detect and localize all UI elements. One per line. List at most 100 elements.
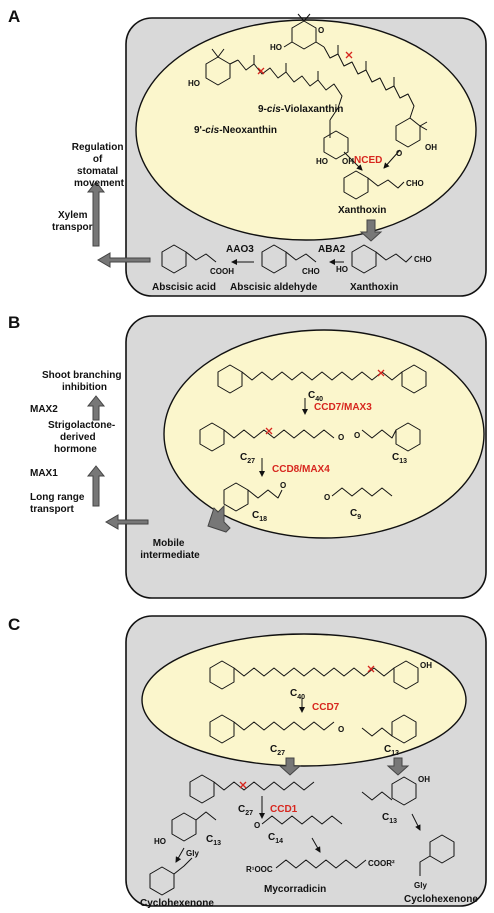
violaxanthin-label: 9-cis-Violaxanthin xyxy=(258,104,343,115)
c13-inner-label: C13 xyxy=(384,744,399,757)
conversion-arrow xyxy=(411,813,421,831)
c9-label: C9 xyxy=(350,508,361,521)
max1-label: MAX1 xyxy=(30,468,58,479)
o-label: O xyxy=(254,821,260,830)
c9-structure: O xyxy=(324,487,393,502)
ho-label: HO xyxy=(316,157,328,166)
ho-label: HO xyxy=(154,837,166,846)
xanthoxin-outer-structure: CHO HO xyxy=(336,244,432,274)
xylem-up-arrow xyxy=(86,181,106,247)
xanthoxin-outer-label: Xanthoxin xyxy=(350,282,398,293)
ccd1-label: CCD1 xyxy=(270,804,298,815)
export-arrow xyxy=(278,757,302,776)
o-label: O xyxy=(338,725,344,734)
conversion-arrow xyxy=(311,837,321,853)
c27-inner-label: C27 xyxy=(270,744,285,757)
ho-label: HO xyxy=(270,43,282,52)
conversion-arrow xyxy=(175,847,185,863)
long-range-arrow xyxy=(105,514,149,530)
c13-label: C13 xyxy=(392,452,407,465)
abscisic-acid-structure: COOH xyxy=(161,244,234,276)
cleavage-mark xyxy=(377,369,385,377)
c27-structure: O xyxy=(199,422,344,452)
nced-label: NCED xyxy=(354,155,382,166)
neoxanthin-arrow xyxy=(343,151,363,171)
o-label: O xyxy=(338,433,344,442)
c14-structure: O xyxy=(254,815,343,830)
oh-label: OH xyxy=(425,143,437,152)
panel-c: C OH C40 CCD7 O C27 C13 xyxy=(8,615,487,909)
c27-label: C27 xyxy=(240,452,255,465)
c27-outer-structure xyxy=(189,774,315,804)
cleavage-mark xyxy=(265,427,273,435)
ccd7-max3-label: CCD7/MAX3 xyxy=(314,402,372,413)
xanthoxin-inner-label: Xanthoxin xyxy=(338,205,386,216)
oh-label: OH xyxy=(420,661,432,670)
c27-inner-structure: O xyxy=(209,714,344,744)
xanthoxin-inner-structure: CHO xyxy=(343,170,424,200)
aao3-label: AAO3 xyxy=(226,244,254,255)
cleavage-mark xyxy=(345,51,353,59)
export-arrow xyxy=(386,757,410,776)
neoxanthin-structure: HO HO OH xyxy=(188,48,354,166)
max1-up-arrow xyxy=(86,465,106,507)
cleavage-mark xyxy=(239,781,247,789)
ho-label: HO xyxy=(188,79,200,88)
aba-export-arrow xyxy=(97,252,151,268)
violaxanthin-arrow xyxy=(383,149,401,169)
cleavage-mark xyxy=(367,665,375,673)
c14-label: C14 xyxy=(268,832,283,845)
strigolactone-label: Strigolactone- derived hormone xyxy=(48,420,118,455)
o-label: O xyxy=(396,149,402,158)
c18-label: C18 xyxy=(252,510,267,523)
coor2-label: COOR² xyxy=(368,859,395,868)
panel-a-letter: A xyxy=(8,7,20,26)
gly-label: Gly xyxy=(414,881,427,890)
aba2-label: ABA2 xyxy=(318,244,346,255)
c18-structure: O xyxy=(223,481,286,512)
c13-outer-structure: OH xyxy=(361,775,430,806)
panel-b: B C40 CCD7/MAX3 O C27 O C13 CCD8/MAX4 xyxy=(8,313,487,599)
c13-outer-label: C13 xyxy=(382,812,397,825)
panel-c-plastid xyxy=(141,633,467,767)
gly-label: Gly xyxy=(186,849,199,858)
panel-b-letter: B xyxy=(8,313,20,332)
o-label: O xyxy=(318,26,324,35)
cleavage-mark xyxy=(257,67,265,75)
panel-a-plastid xyxy=(135,19,477,241)
max2-up-arrow xyxy=(86,395,106,421)
c13-structure: O xyxy=(354,422,421,452)
cho-label: CHO xyxy=(414,255,432,264)
abscisic-acid-label: Abscisic acid xyxy=(152,282,216,293)
c13-inner-structure xyxy=(361,714,417,744)
oh-label: OH xyxy=(418,775,430,784)
mycorradicin-label: Mycorradicin xyxy=(264,884,326,895)
c40-label: C40 xyxy=(308,390,323,403)
cho-label: CHO xyxy=(406,179,424,188)
c27-outer-label: C27 xyxy=(238,804,253,817)
r1ooc-label: R¹OOC xyxy=(246,865,273,874)
abscisic-aldehyde-label: Abscisic aldehyde xyxy=(230,282,318,293)
cyclohexenone-right-structure: Gly xyxy=(414,834,455,890)
cyclohexenone-right-label: Cyclohexenone xyxy=(404,894,478,905)
abscisic-aldehyde-structure: CHO xyxy=(261,244,320,276)
oh-label: OH xyxy=(342,157,354,166)
regulation-label: Regulation of stomatal movement xyxy=(72,142,126,189)
cyclohexenone-left-structure: Gly xyxy=(149,849,199,896)
c13-left-structure: HO xyxy=(154,811,217,846)
c40-label: C40 xyxy=(290,688,305,701)
ccd8-max4-label: CCD8/MAX4 xyxy=(272,464,330,475)
ccd7-label: CCD7 xyxy=(312,702,340,713)
export-arrow xyxy=(359,219,383,242)
c40-structure xyxy=(217,364,427,394)
mobile-intermediate-label: Mobile intermediate xyxy=(140,538,200,561)
panel-a: A HO O O OH HO HO OH xyxy=(8,7,487,297)
cho-label: CHO xyxy=(302,267,320,276)
cyclohexenone-left-label: Cyclohexenone xyxy=(140,898,214,909)
panel-c-letter: C xyxy=(8,615,20,634)
panel-b-plastid xyxy=(163,329,485,539)
